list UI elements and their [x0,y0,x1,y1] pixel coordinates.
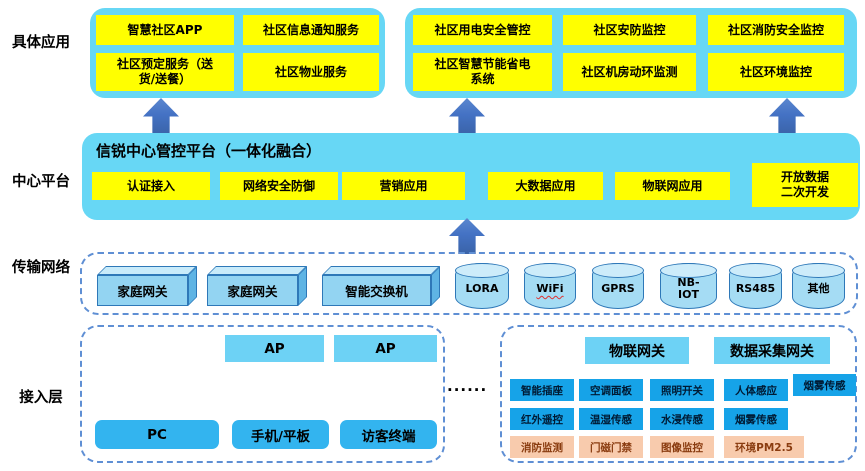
device-box-smoke-sensor-2: 烟雾传感 [724,408,788,430]
gateway-3d-box-home-2: 家庭网关 [207,266,307,306]
transport-network-panel: 家庭网关 家庭网关 智能交换机 LORA WiFi GPRS NB- IOT R… [80,252,858,315]
device-box-smart-socket: 智能插座 [510,379,574,401]
app-box-energy-saving: 社区智慧节能省电 系统 [413,53,552,91]
protocol-label: NB- IOT [677,275,700,301]
sensor-box-pm25: 环境PM2.5 [724,436,804,458]
layer-label-transport-network: 传输网络 [12,260,70,276]
protocol-cylinder-nbiot: NB- IOT [660,263,717,309]
access-panel-iot-devices: 物联网关 数据采集网关 智能插座 空调面板 照明开关 人体感应 烟雾传感 红外遥… [500,325,857,463]
app-box-environment: 社区环境监控 [708,53,844,91]
apps-panel-left: 智慧社区APP 社区信息通知服务 社区预定服务（送 货/送餐） 社区物业服务 [90,8,385,98]
platform-title: 信锐中心管控平台（一体化融合） [96,142,322,160]
platform-module-bigdata: 大数据应用 [488,172,603,200]
device-box-light-switch: 照明开关 [650,379,714,401]
sensor-box-video: 图像监控 [650,436,714,458]
central-platform-panel: 信锐中心管控平台（一体化融合） 认证接入 网络安全防御 营销应用 大数据应用 物… [82,133,860,220]
arrow-up-icon [769,98,805,135]
app-box-fire-safety: 社区消防安全监控 [708,15,844,45]
protocol-label: 其他 [807,281,830,295]
box-side-face [298,266,307,306]
device-box-ac-panel: 空调面板 [579,379,643,401]
platform-module-marketing: 营销应用 [342,172,465,200]
access-panel-terminals: AP AP PC 手机/平板 访客终端 [80,325,445,463]
protocol-cylinder-other: 其他 [792,263,845,309]
gateway-label: 智能交换机 [322,275,431,306]
layer-label-central-platform: 中心平台 [12,174,70,190]
layer-label-applications: 具体应用 [12,35,70,51]
gateway-label: 家庭网关 [207,275,298,306]
terminal-box-phone: 手机/平板 [232,420,329,449]
protocol-cylinder-wifi: WiFi [524,263,576,309]
app-box-info-notify-service: 社区信息通知服务 [243,15,379,45]
device-box-body-sensor: 人体感应 [724,379,788,401]
platform-module-iot: 物联网应用 [615,172,730,200]
sensor-box-fire-monitor: 消防监测 [510,436,574,458]
gateway-3d-box-smart-switch: 智能交换机 [322,266,440,306]
protocol-label: GPRS [601,281,635,295]
terminal-box-pc: PC [95,420,219,449]
app-box-security-monitor: 社区安防监控 [563,15,696,45]
device-box-ir-remote: 红外遥控 [510,408,574,430]
gateway-3d-box-home-1: 家庭网关 [97,266,197,306]
app-box-electric-safety: 社区用电安全管控 [413,15,552,45]
apps-panel-right: 社区用电安全管控 社区安防监控 社区消防安全监控 社区智慧节能省电 系统 社区机… [405,8,857,98]
ap-box-2: AP [334,335,437,362]
protocol-cylinder-lora: LORA [455,263,509,309]
arrow-up-icon [449,98,485,135]
app-box-booking-service: 社区预定服务（送 货/送餐） [96,53,234,91]
platform-module-auth: 认证接入 [92,172,210,200]
gateway-header-iot: 物联网关 [585,337,689,364]
protocol-label: WiFi [536,281,564,295]
box-top-face [207,266,307,275]
gateway-label: 家庭网关 [97,275,188,306]
protocol-label: RS485 [735,281,776,295]
terminal-box-guest: 访客终端 [340,420,437,449]
box-top-face [322,266,440,275]
ap-box-1: AP [225,335,324,362]
protocol-label: LORA [465,281,499,295]
device-box-smoke-sensor-1: 烟雾传感 [793,374,856,396]
gateway-header-data: 数据采集网关 [714,337,830,364]
app-box-machine-room: 社区机房动环监测 [563,53,696,91]
arrow-up-icon [143,98,179,135]
box-side-face [188,266,197,306]
platform-module-security: 网络安全防御 [220,172,338,200]
device-box-temp-humidity: 温湿传感 [579,408,643,430]
sensor-box-door-access: 门磁门禁 [579,436,643,458]
app-box-property-service: 社区物业服务 [243,53,379,91]
layer-label-access-layer: 接入层 [19,390,63,406]
platform-module-open-data: 开放数据 二次开发 [752,163,858,207]
protocol-cylinder-gprs: GPRS [592,263,644,309]
device-box-water-leak: 水浸传感 [650,408,714,430]
protocol-cylinder-rs485: RS485 [729,263,782,309]
box-top-face [97,266,197,275]
ellipsis-separator: ...... [447,377,488,395]
app-box-community-app: 智慧社区APP [96,15,234,45]
arrow-up-icon [449,218,485,254]
box-side-face [431,266,440,306]
